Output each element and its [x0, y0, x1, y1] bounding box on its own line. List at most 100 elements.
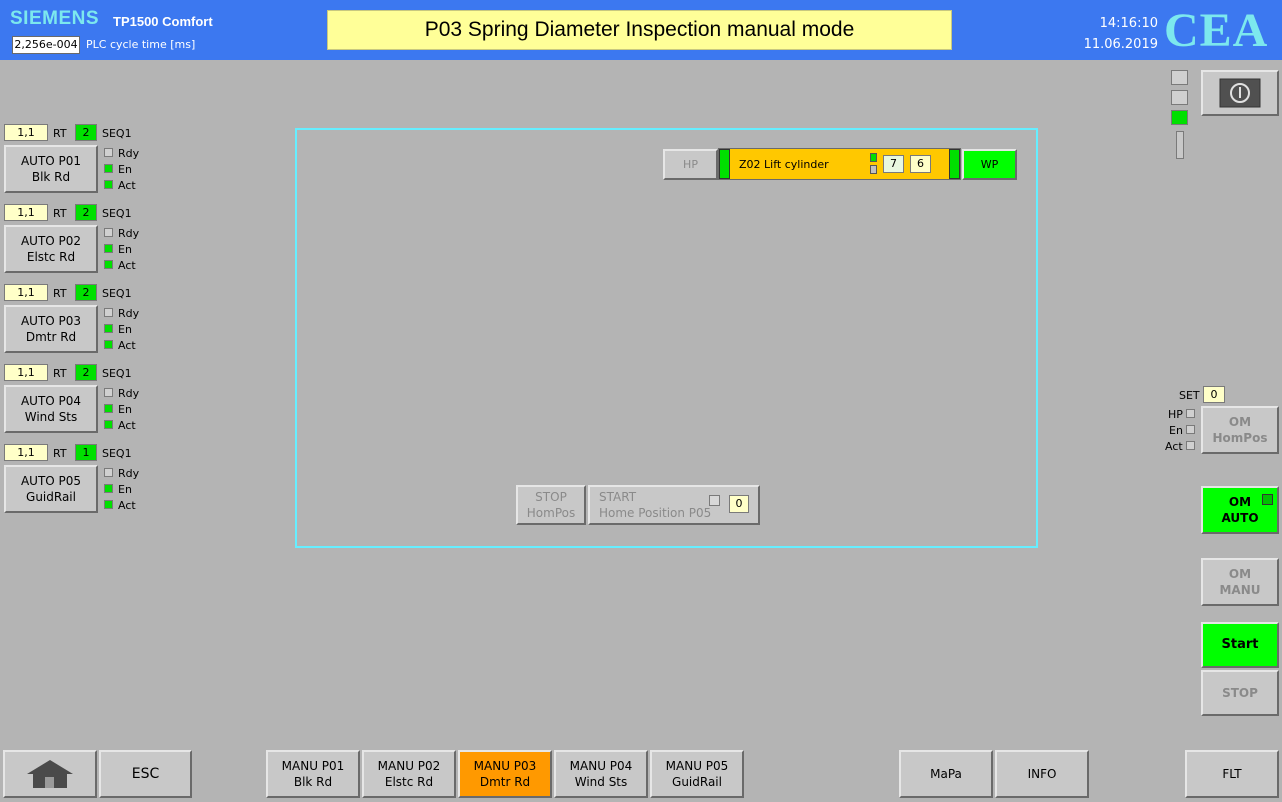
- tab-line1: MANU P01: [281, 759, 345, 773]
- station-en-indicator: [104, 244, 113, 253]
- station-auto-line1: AUTO P05: [20, 474, 82, 488]
- station-rdy-label: Rdy: [118, 387, 140, 400]
- cylinder-value-2: 6: [910, 155, 931, 173]
- cea-logo: CEA: [1164, 4, 1269, 57]
- station-auto-line1: AUTO P04: [20, 394, 82, 408]
- tab-line1: MANU P05: [665, 759, 729, 773]
- station-en-indicator: [104, 404, 113, 413]
- station-en-label: En: [118, 163, 132, 176]
- station-act-indicator: [104, 500, 113, 509]
- station-en-indicator: [104, 324, 113, 333]
- power-button[interactable]: [1201, 70, 1279, 116]
- cylinder-left-end: [719, 149, 730, 179]
- station-rt-label: RT: [53, 447, 67, 460]
- station-seq-count: 1: [75, 444, 97, 461]
- station-rt-label: RT: [53, 127, 67, 140]
- station-rdy-label: Rdy: [118, 227, 140, 240]
- station-auto-line2: Blk Rd: [31, 170, 71, 184]
- station-act-label: Act: [118, 419, 136, 432]
- station-auto-line2: Dmtr Rd: [25, 330, 77, 344]
- stop-button[interactable]: STOP: [1201, 670, 1279, 716]
- om-manu-button[interactable]: OM MANU: [1201, 558, 1279, 606]
- act-indicator: [1186, 441, 1195, 450]
- station-rt-value: 1,1: [4, 444, 48, 461]
- wp-button[interactable]: WP: [962, 149, 1017, 180]
- station-rdy-label: Rdy: [118, 307, 140, 320]
- page-title: P03 Spring Diameter Inspection manual mo…: [327, 10, 952, 50]
- cylinder-indicator-bottom: [870, 165, 877, 174]
- tab-line2: Wind Sts: [574, 775, 628, 789]
- station-rt-label: RT: [53, 207, 67, 220]
- cylinder-value-1: 7: [883, 155, 904, 173]
- tab-line1: MANU P03: [473, 759, 537, 773]
- om-manu-line2: MANU: [1219, 583, 1261, 597]
- station-seq-label: SEQ1: [102, 447, 132, 460]
- info-button[interactable]: INFO: [995, 750, 1089, 798]
- set-value: 0: [1203, 386, 1225, 403]
- tab-line2: Elstc Rd: [384, 775, 434, 789]
- station-act-label: Act: [118, 499, 136, 512]
- station-auto-line1: AUTO P02: [20, 234, 82, 248]
- om-hompos-button[interactable]: OM HomPos: [1201, 406, 1279, 454]
- tab-line1: MANU P02: [377, 759, 441, 773]
- station-seq-count: 2: [75, 364, 97, 381]
- station-seq-label: SEQ1: [102, 207, 132, 220]
- start-button[interactable]: Start: [1201, 622, 1279, 668]
- tab-line2: Dmtr Rd: [479, 775, 531, 789]
- om-hompos-line2: HomPos: [1212, 431, 1268, 445]
- station-rt-label: RT: [53, 287, 67, 300]
- station-act-indicator: [104, 180, 113, 189]
- station-auto-line2: GuidRail: [26, 490, 76, 504]
- station-rdy-label: Rdy: [118, 467, 140, 480]
- status-square-2: [1171, 90, 1188, 105]
- station-rdy-indicator: [104, 228, 113, 237]
- plc-cycle-label: PLC cycle time [ms]: [86, 38, 196, 51]
- cylinder-right-end: [949, 149, 960, 179]
- stop-hompos-button[interactable]: STOP HomPos: [516, 485, 586, 525]
- station-seq-count: 2: [75, 284, 97, 301]
- station-auto-line2: Wind Sts: [24, 410, 78, 424]
- plc-cycle-value: 2,256e-004: [12, 36, 80, 54]
- station-rt-value: 1,1: [4, 204, 48, 221]
- station-auto-line1: AUTO P03: [20, 314, 82, 328]
- station-auto-line2: Elstc Rd: [26, 250, 76, 264]
- station-rt-label: RT: [53, 367, 67, 380]
- flt-button[interactable]: FLT: [1185, 750, 1279, 798]
- station-rdy-indicator: [104, 388, 113, 397]
- station-en-indicator: [104, 164, 113, 173]
- tab-line1: MANU P04: [569, 759, 633, 773]
- clock-time: 14:16:10: [1099, 16, 1158, 31]
- om-manu-line1: OM: [1228, 567, 1252, 581]
- siemens-brand: SIEMENS: [10, 8, 100, 29]
- panel-model: TP1500 Comfort: [113, 14, 213, 29]
- home-button[interactable]: [3, 750, 97, 798]
- status-square-3: [1171, 110, 1188, 125]
- mapa-button[interactable]: MaPa: [899, 750, 993, 798]
- lift-cylinder[interactable]: Z02 Lift cylinder 7 6: [718, 148, 961, 180]
- station-rdy-indicator: [104, 148, 113, 157]
- station-rdy-indicator: [104, 468, 113, 477]
- station-en-label: En: [118, 323, 132, 336]
- station-seq-label: SEQ1: [102, 367, 132, 380]
- station-rdy-indicator: [104, 308, 113, 317]
- om-auto-line2: AUTO: [1221, 511, 1259, 525]
- om-auto-line1: OM: [1228, 495, 1252, 509]
- hp-label: HP: [1168, 408, 1183, 421]
- tab-line2: GuidRail: [672, 775, 722, 789]
- status-slider: [1176, 131, 1184, 159]
- en-label: En: [1169, 424, 1183, 437]
- esc-button[interactable]: ESC: [99, 750, 192, 798]
- station-act-label: Act: [118, 259, 136, 272]
- hp-button[interactable]: HP: [663, 149, 718, 180]
- home-icon: [27, 760, 73, 788]
